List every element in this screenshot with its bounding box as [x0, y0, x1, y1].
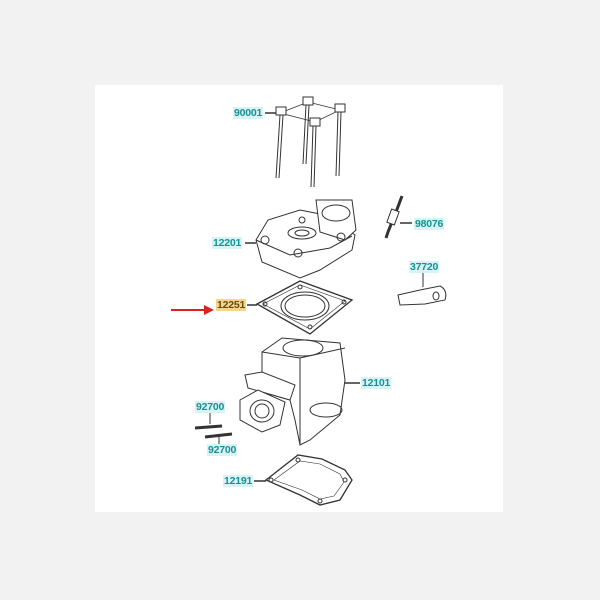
cylinder-head-drawing	[245, 199, 357, 279]
part-label-12191[interactable]: 12191	[223, 475, 254, 487]
head-bolts-drawing	[265, 96, 346, 188]
part-label-12201[interactable]: 12201	[212, 237, 243, 249]
part-label-90001[interactable]: 90001	[233, 107, 264, 119]
part-label-92700-upper[interactable]: 92700	[195, 401, 226, 413]
part-label-12101[interactable]: 12101	[361, 377, 392, 389]
red-arrow-pointer	[171, 305, 214, 315]
part-label-12251[interactable]: 12251	[216, 299, 247, 311]
base-gasket-drawing	[254, 454, 353, 506]
cylinder-drawing	[239, 337, 360, 446]
head-gasket-drawing	[247, 280, 354, 335]
part-label-98076[interactable]: 98076	[414, 218, 445, 230]
spark-plug-drawing	[384, 195, 412, 239]
bracket-drawing	[397, 273, 447, 306]
part-label-37720[interactable]: 37720	[409, 261, 440, 273]
studs-drawing	[194, 413, 233, 444]
part-label-92700-lower[interactable]: 92700	[207, 444, 238, 456]
